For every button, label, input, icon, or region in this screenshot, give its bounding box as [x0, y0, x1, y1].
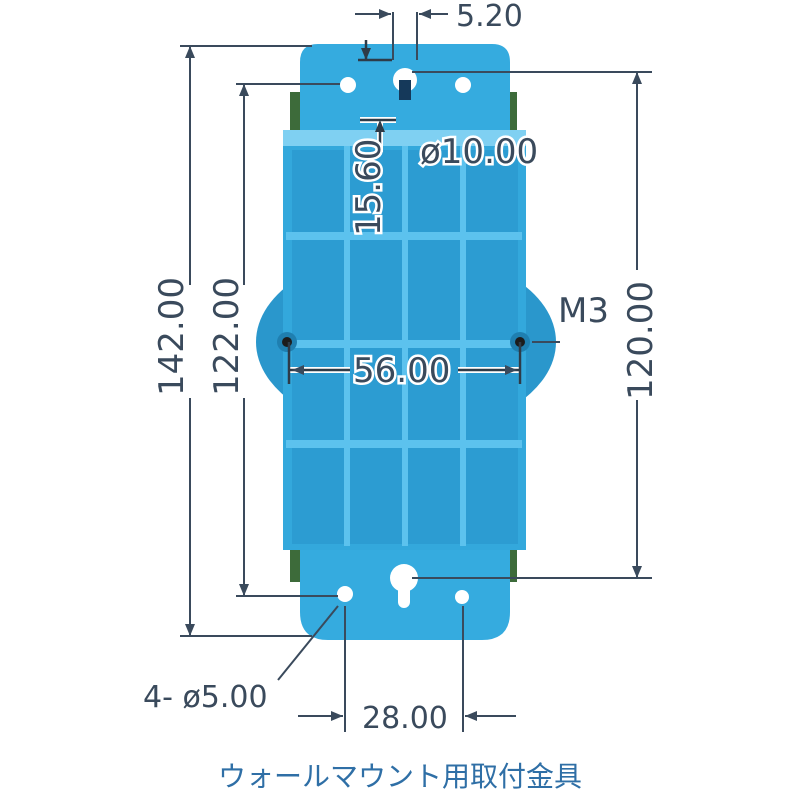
dimension-lines	[180, 12, 652, 732]
label-slot-width: 5.20	[456, 0, 523, 34]
label-hole-callout: 4- ø5.00	[143, 680, 268, 715]
label-screw-size: M3	[558, 291, 609, 331]
screw-hole-left	[277, 332, 297, 352]
label-inner-height: 122.00	[207, 277, 247, 396]
bottom-keyhole	[390, 564, 418, 608]
top-keyhole	[393, 68, 417, 100]
label-screw-spacing: 56.00	[353, 351, 450, 391]
label-slot-offset: 15.60	[349, 139, 389, 236]
grid-cells	[292, 150, 518, 544]
label-bottom-spacing: 28.00	[362, 701, 448, 736]
top-right-hole	[455, 77, 471, 93]
panel-top-highlight	[283, 130, 526, 146]
bracket-body	[256, 44, 556, 640]
dimension-labels: 5.20 ø10.00 15.60 142.00 122.00 M3 120.0…	[143, 0, 661, 736]
bottom-right-hole	[455, 590, 469, 604]
figure-caption: ウォールマウント用取付金具	[217, 760, 582, 793]
label-outer-height: 142.00	[152, 277, 192, 396]
bottom-left-hole	[337, 586, 353, 602]
label-keyhole-diameter: ø10.00	[420, 132, 538, 172]
arrowheads	[185, 9, 642, 721]
grid-ribs	[286, 146, 522, 546]
top-left-hole	[340, 77, 356, 93]
label-hole-pitch: 120.00	[621, 281, 661, 400]
